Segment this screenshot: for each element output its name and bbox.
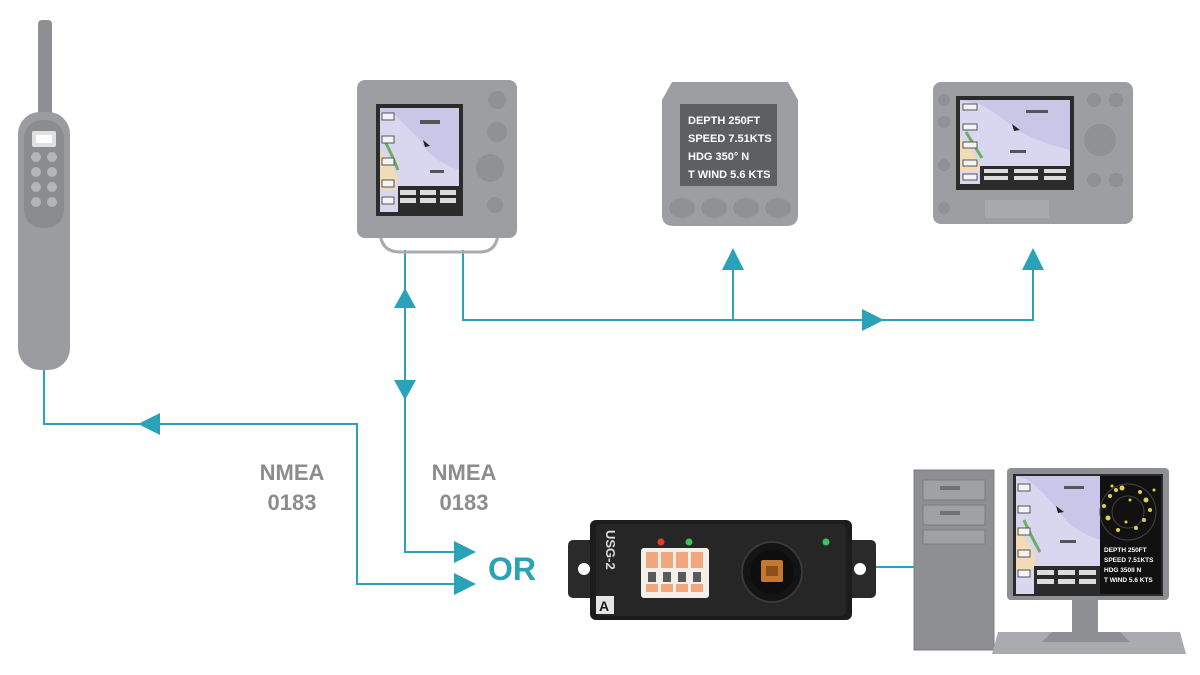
instrument-line-depth: DEPTH 250FT <box>688 115 760 127</box>
chartplotter-wide-icon <box>933 82 1133 224</box>
instrument-line-heading: HDG 350° N <box>688 151 749 163</box>
arrow-left-radio-line <box>138 413 160 435</box>
pc-chart-screen <box>1016 476 1100 594</box>
chart-screen <box>380 108 459 212</box>
nmea-right-label-line1: NMEA <box>432 460 497 485</box>
arrow-right-or-top <box>454 541 476 563</box>
line-radio-to-or <box>43 370 455 585</box>
nmea-right-label-line2: 0183 <box>440 490 489 515</box>
pc-overlay-line-heading: HDG 350II N <box>1104 567 1142 574</box>
arrow-right-bus <box>862 309 884 331</box>
led-green <box>685 538 693 546</box>
arrow-right-or-bottom <box>454 573 476 595</box>
arrow-up-wide-plotter <box>1022 248 1044 270</box>
usb-port-icon <box>741 541 803 603</box>
nmea-left-label-line1: NMEA <box>260 460 325 485</box>
instrument-line-speed: SPEED 7.51KTS <box>688 133 772 145</box>
usg-model-label: USG-2 <box>603 530 618 570</box>
pc-overlay-line-speed: SPEED 7.51KTS <box>1104 557 1154 564</box>
vhf-radio-icon <box>18 20 70 370</box>
arrow-down-plotter <box>394 380 416 400</box>
line-plotter-bus <box>462 250 1034 321</box>
wide-chart-screen <box>960 100 1070 184</box>
pc-tower <box>913 469 995 651</box>
or-label: OR <box>488 551 536 587</box>
instrument-display-icon: DEPTH 250FT SPEED 7.51KTS HDG 350° N T W… <box>662 82 798 226</box>
line-plotter-to-or <box>404 250 455 553</box>
pc-overlay-line-wind: T WIND 5.6 KTS <box>1104 577 1153 584</box>
led-green-right <box>822 538 830 546</box>
usg-badge: A <box>599 598 609 614</box>
instrument-line-wind: T WIND 5.6 KTS <box>688 169 771 181</box>
arrow-up-instrument <box>722 248 744 270</box>
arrowheads <box>138 248 1044 595</box>
radar-panel <box>1099 476 1161 594</box>
usg-2-adapter-icon: USG-2 A <box>568 520 876 620</box>
led-red <box>657 538 665 546</box>
nmea-left-label-line2: 0183 <box>268 490 317 515</box>
pc-overlay-line-depth: DEPTH 250FT <box>1104 547 1147 554</box>
terminal-block-icon <box>641 548 709 598</box>
chartplotter-icon <box>357 80 517 254</box>
desktop-pc-icon: DEPTH 250FT SPEED 7.51KTS HDG 350II N T … <box>913 468 1186 654</box>
arrow-up-plotter <box>394 288 416 308</box>
connections <box>43 250 1034 585</box>
